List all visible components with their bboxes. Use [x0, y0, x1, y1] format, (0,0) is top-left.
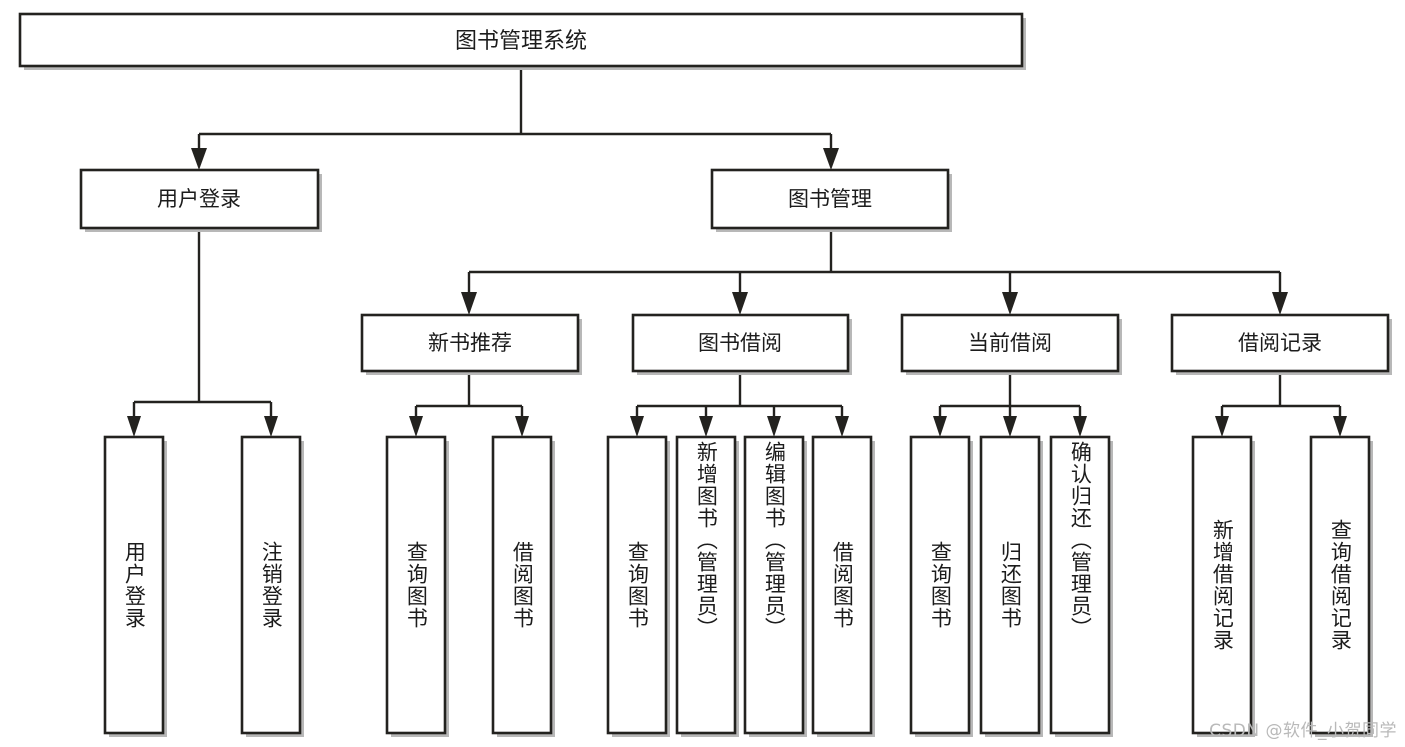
node-leaf-cb-return-box[interactable] [979, 435, 1041, 735]
arrowhead-leaf-bb-3 [767, 416, 781, 437]
node-book-borrow[interactable]: 图书借阅 [631, 313, 852, 375]
node-leaf-cb-return[interactable] [979, 435, 1043, 737]
node-leaf-cb-confirm[interactable] [1049, 435, 1113, 737]
node-leaf-bb-borrow-box[interactable] [811, 435, 873, 735]
node-book-manage[interactable]: 图书管理 [710, 168, 952, 232]
node-new-book-rec[interactable]: 新书推荐 [360, 313, 582, 375]
node-leaf-br-add-box[interactable] [1191, 435, 1253, 735]
node-book-manage-label: 图书管理 [788, 187, 872, 211]
node-leaf-bb-add-box[interactable] [675, 435, 737, 735]
node-leaf-bb-borrow[interactable] [811, 435, 875, 737]
arrowhead-leaf-bb-2 [699, 416, 713, 437]
arrowhead-borrow-record [1272, 292, 1288, 315]
node-leaf-bb-edit[interactable] [743, 435, 807, 737]
arrowhead-leaf-bb-1 [630, 416, 644, 437]
node-user-login-label: 用户登录 [157, 187, 241, 211]
node-leaf-nb-query[interactable] [385, 435, 449, 737]
node-borrow-record[interactable]: 借阅记录 [1170, 313, 1392, 375]
arrowhead-leaf-cb-1 [933, 416, 947, 437]
arrowhead-leaf-user-2 [264, 416, 278, 437]
node-new-book-rec-box[interactable] [360, 313, 580, 373]
arrowhead-leaf-cb-3 [1073, 416, 1087, 437]
arrowhead-book-borrow [732, 292, 748, 315]
node-borrow-record-label: 借阅记录 [1238, 331, 1322, 355]
node-current-borrow-box[interactable] [900, 313, 1120, 373]
arrowhead-leaf-br-1 [1215, 416, 1229, 437]
arrowhead-leaf-nb-1 [409, 416, 423, 437]
edge-group-book-borrow [630, 375, 849, 437]
edge-group-new-book [409, 375, 529, 437]
node-leaf-bb-query-box[interactable] [606, 435, 668, 735]
node-root-box[interactable] [18, 12, 1024, 68]
arrowhead-leaf-br-2 [1333, 416, 1347, 437]
node-leaf-br-add[interactable] [1191, 435, 1255, 737]
node-book-manage-box[interactable] [710, 168, 950, 230]
arrowhead-new-book [461, 292, 477, 315]
edge-group-user-login [127, 232, 278, 437]
node-current-borrow-label: 当前借阅 [968, 331, 1052, 355]
node-leaf-bb-edit-box[interactable] [743, 435, 805, 735]
node-new-book-rec-label: 新书推荐 [428, 331, 512, 355]
node-user-login[interactable]: 用户登录 [79, 168, 322, 232]
node-book-borrow-box[interactable] [631, 313, 850, 373]
node-leaf-cb-query[interactable] [909, 435, 973, 737]
edge-group-current-borrow [933, 375, 1087, 437]
node-leaf-nb-borrow[interactable] [491, 435, 555, 737]
arrowhead-user-login [191, 148, 207, 170]
arrowhead-leaf-bb-4 [835, 416, 849, 437]
node-leaf-br-query-box[interactable] [1309, 435, 1371, 735]
node-leaf-br-query[interactable] [1309, 435, 1373, 737]
node-leaf-user-login[interactable] [103, 435, 167, 737]
node-leaf-logout-box[interactable] [240, 435, 302, 735]
node-leaf-bb-query[interactable] [606, 435, 670, 737]
node-root-label: 图书管理系统 [455, 29, 587, 54]
watermark-text: CSDN @软件_小贺同学 [1209, 721, 1397, 741]
arrowhead-leaf-user-1 [127, 416, 141, 437]
node-leaf-cb-query-box[interactable] [909, 435, 971, 735]
arrowhead-leaf-cb-2 [1003, 416, 1017, 437]
node-leaf-user-login-box[interactable] [103, 435, 165, 735]
node-book-borrow-label: 图书借阅 [698, 331, 782, 355]
edge-group-book-manage [461, 232, 1288, 315]
node-leaf-cb-confirm-box[interactable] [1049, 435, 1111, 735]
arrowhead-current-borrow [1002, 292, 1018, 315]
node-borrow-record-box[interactable] [1170, 313, 1390, 373]
node-root-system[interactable]: 图书管理系统 [18, 12, 1026, 70]
edge-group-borrow-record [1215, 375, 1347, 437]
node-leaf-bb-add[interactable] [675, 435, 739, 737]
arrowhead-leaf-nb-2 [515, 416, 529, 437]
node-user-login-box[interactable] [79, 168, 320, 230]
node-current-borrow[interactable]: 当前借阅 [900, 313, 1122, 375]
arrowhead-book-manage [823, 148, 839, 170]
node-leaf-logout[interactable] [240, 435, 304, 737]
edge-group-root [191, 66, 839, 170]
node-leaf-nb-query-box[interactable] [385, 435, 447, 735]
node-leaf-nb-borrow-box[interactable] [491, 435, 553, 735]
